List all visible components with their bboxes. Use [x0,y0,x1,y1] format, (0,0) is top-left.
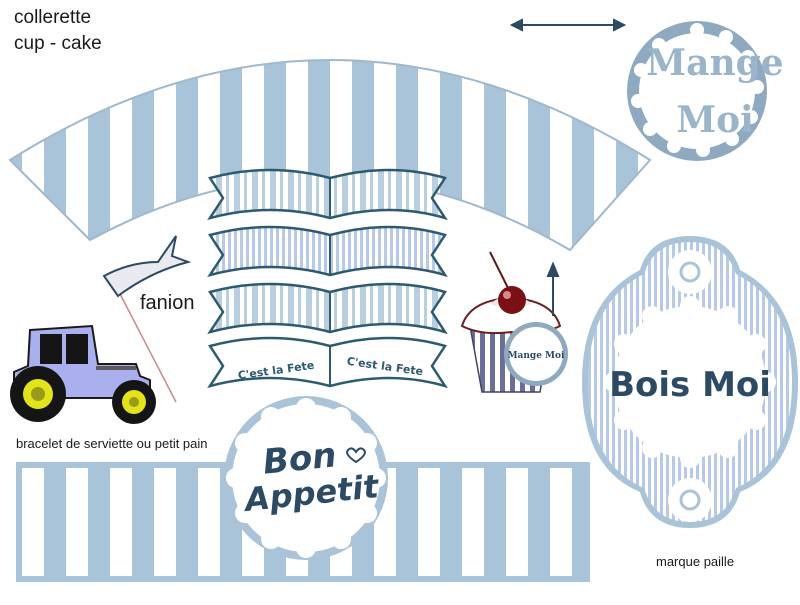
flag-icon [102,235,192,403]
banner-4: C'est la Fete C'est la Fete [207,336,448,389]
napkin-ring-label: bracelet de serviette ou petit pain [16,436,208,451]
mange-moi-line2: Moi [676,99,754,141]
bois-moi-text: Bois Moi [609,365,771,405]
double-arrow-icon [509,18,627,32]
flag-label: fanion [140,292,195,314]
banner-1 [207,168,448,221]
wrapper-title-line1: collerette [14,7,92,28]
wrapper-title-line2: cup - cake [14,33,102,54]
tractor-icon [10,324,156,424]
banner-2 [207,225,448,278]
cupcake-wrapper [8,59,652,252]
cherry-icon [489,251,526,314]
cupcake-tag-text: Mange Moi [508,351,565,361]
banner-3 [207,282,448,335]
heart-icon [346,447,366,464]
napkin-ring: Bon Appetit [16,396,590,582]
bon-appetit-line1: Bon [261,435,338,482]
up-arrow-icon [546,261,560,316]
straw-marker: Bois Moi [582,236,798,528]
cupcake-tag: Mange Moi [504,322,568,386]
mange-moi-tag: Mange Moi [627,21,784,161]
mange-moi-line1: Mange [646,42,783,84]
straw-marker-label: marque paille [656,554,735,569]
